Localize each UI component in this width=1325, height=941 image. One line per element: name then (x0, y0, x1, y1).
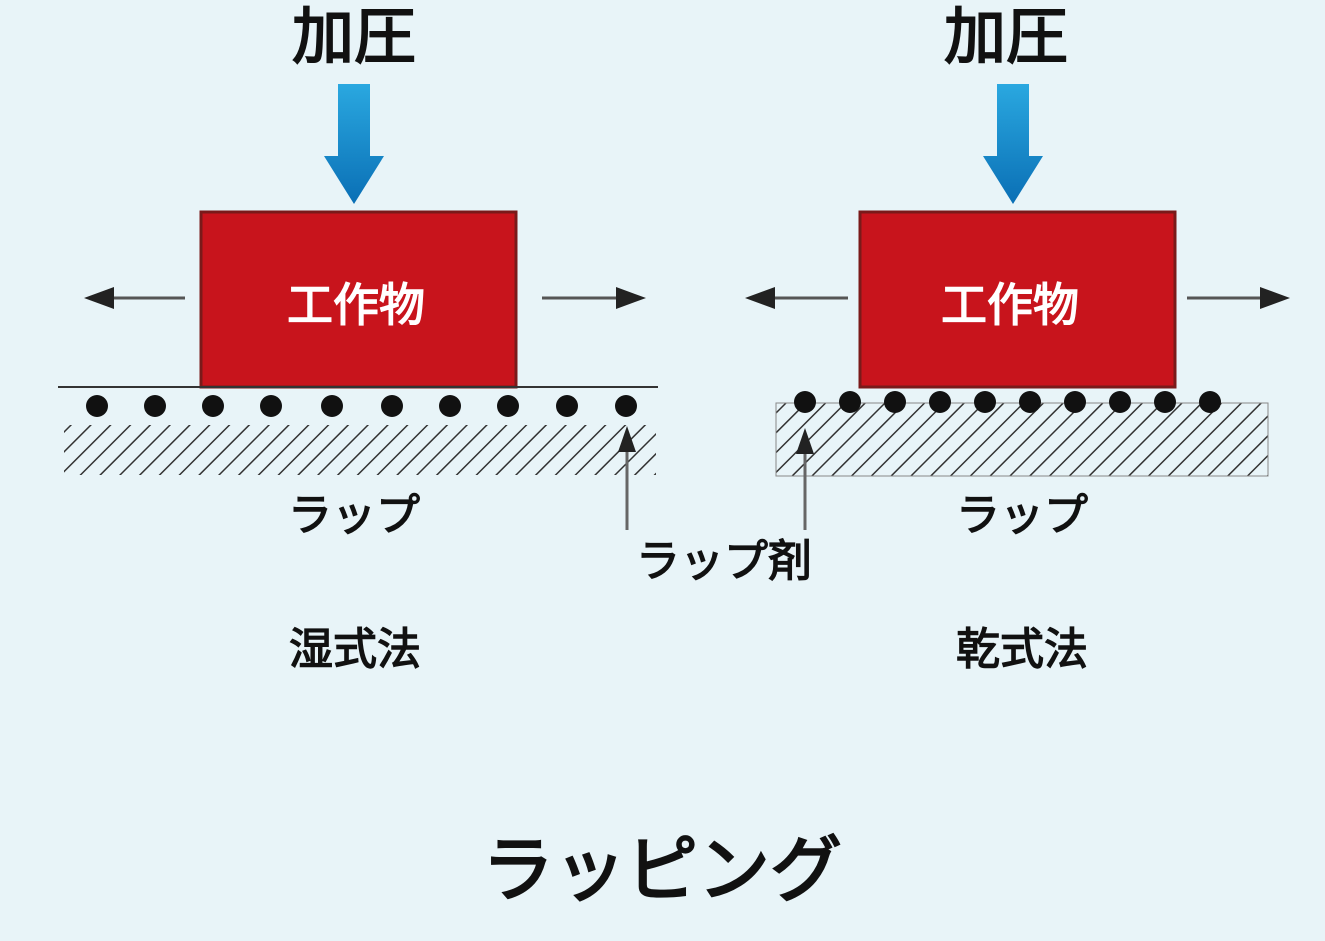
dry-method-diagram (745, 84, 1290, 530)
pressure-label-wet: 加圧 (291, 0, 417, 73)
motion-right-arrow-icon (542, 287, 646, 309)
workpiece-block (858, 210, 1177, 389)
lap-label-dry: ラップ (956, 490, 1088, 541)
workpiece-block (199, 210, 518, 389)
motion-right-arrow-icon (1187, 287, 1290, 309)
lap-agent-pointer-arrow-icon (618, 426, 636, 530)
workpiece-label-wet: 工作物 (287, 278, 425, 332)
method-label-wet: 湿式法 (289, 624, 421, 675)
wet-method-diagram (58, 84, 658, 530)
lap-agent-pointer-arrow-icon (796, 428, 814, 530)
diagram-title: ラッピング (481, 828, 843, 912)
workpiece-label-dry: 工作物 (941, 278, 1079, 332)
abrasive-particles (86, 395, 637, 417)
lap-plate (64, 425, 656, 475)
pressure-arrow-icon (324, 84, 384, 204)
pressure-label-dry: 加圧 (943, 0, 1069, 73)
lap-agent-label: ラップ剤 (636, 536, 812, 587)
motion-left-arrow-icon (745, 287, 848, 309)
lap-plate (775, 402, 1269, 477)
motion-left-arrow-icon (84, 287, 185, 309)
method-label-dry: 乾式法 (956, 624, 1088, 675)
abrasive-particles (794, 391, 1221, 413)
lap-label-wet: ラップ (288, 490, 420, 541)
pressure-arrow-icon (983, 84, 1043, 204)
